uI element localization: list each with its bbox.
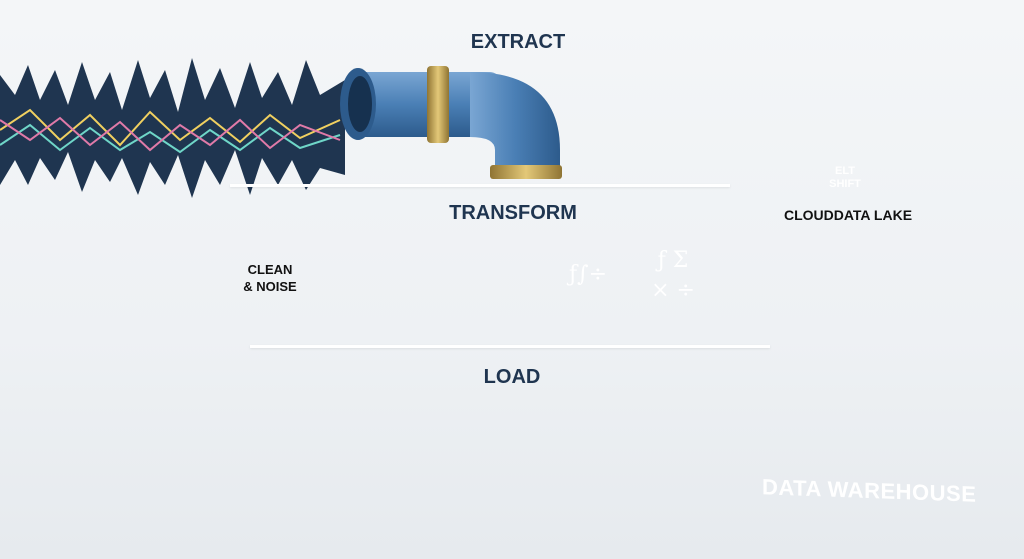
- clean-noise-line1: CLEAN: [247, 262, 293, 277]
- stage-label-load: LOAD: [483, 366, 541, 388]
- raw-data-noise-wave: [0, 58, 345, 198]
- clean-noise-label: CLEAN & NOISE: [243, 261, 296, 295]
- cloud-badge-line1: ELT: [835, 165, 855, 177]
- cloud-badge-line2: SHIFT: [829, 178, 861, 190]
- cloud-data-lake-label: CLOUDDATA LAKE: [783, 207, 913, 223]
- stage-label-extract: EXTRACT: [470, 31, 566, 53]
- stage-label-transform: TRANSFORM: [449, 202, 577, 224]
- divider-extract-transform: [230, 184, 730, 187]
- operators-top: ƒ Σ: [657, 248, 689, 273]
- math-operators-icon: ƒ Σ × ÷: [642, 246, 704, 306]
- clean-noise-line2: & NOISE: [243, 279, 297, 294]
- extract-pipe: [340, 66, 562, 179]
- operators-bottom: × ÷: [651, 278, 695, 303]
- integral-divide-icon: ƒ∫÷: [568, 262, 608, 287]
- cloud-badge: ELT SHIFT: [829, 165, 861, 191]
- divider-transform-load: [250, 345, 770, 348]
